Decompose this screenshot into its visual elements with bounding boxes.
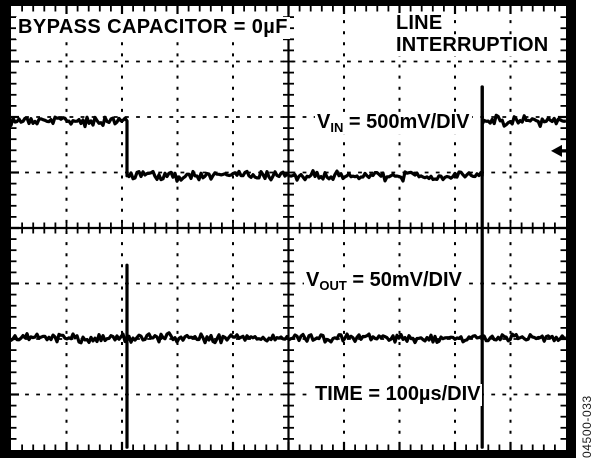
vout-scale-value: = 50mV/DIV bbox=[346, 269, 462, 291]
vout-scale-label: VOUT = 50mV/DIV bbox=[304, 269, 464, 293]
vout-symbol: V bbox=[306, 269, 320, 291]
trace-position-arrow-icon bbox=[551, 144, 567, 157]
oscilloscope-screen: BYPASS CAPACITOR = 0µF LINE INTERRUPTION… bbox=[0, 0, 576, 458]
trace-vin bbox=[9, 85, 567, 183]
figure-number: 04500-033 bbox=[580, 395, 594, 458]
time-scale-label: TIME = 100µs/DIV bbox=[313, 383, 483, 406]
oscilloscope-graticule-and-traces bbox=[0, 0, 576, 458]
vin-scale-label: VIN = 500mV/DIV bbox=[315, 111, 472, 135]
vin-symbol: V bbox=[317, 111, 331, 133]
vin-subscript: IN bbox=[330, 120, 344, 135]
annotation-line2: INTERRUPTION bbox=[394, 33, 551, 57]
trace-vout bbox=[9, 85, 567, 449]
vin-scale-value: = 500mV/DIV bbox=[343, 111, 470, 133]
vout-subscript: OUT bbox=[319, 278, 347, 293]
bypass-capacitor-title: BYPASS CAPACITOR = 0µF bbox=[16, 16, 290, 39]
annotation-line1: LINE bbox=[394, 12, 445, 35]
line-interruption-annotation: LINE INTERRUPTION bbox=[392, 12, 552, 57]
